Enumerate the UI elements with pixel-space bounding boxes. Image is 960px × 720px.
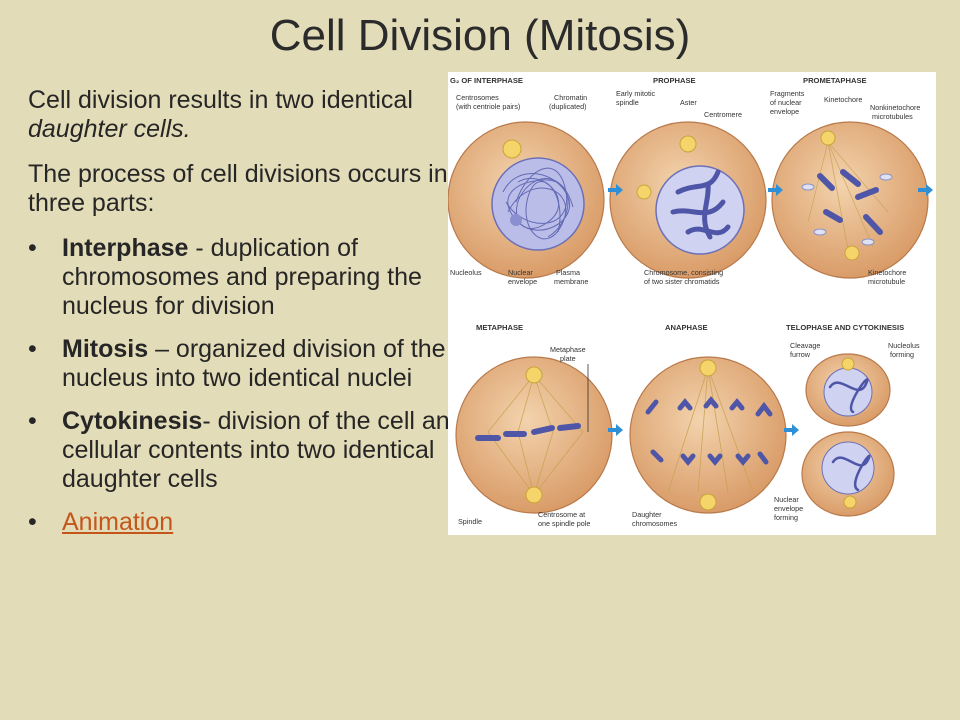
- aster-prophase: [636, 184, 652, 200]
- intro-paragraph-1: Cell division results in two identical d…: [28, 86, 468, 144]
- label-centrosome-at: Centrosome at: [538, 510, 585, 519]
- chromosomes-metaphase: [475, 423, 581, 441]
- label-two-sister: of two sister chromatids: [644, 277, 720, 286]
- intro-paragraph-2: The process of cell divisions occurs in …: [28, 160, 448, 217]
- label-nucleolus-forming-2: forming: [890, 350, 914, 359]
- centrosome-prophase: [679, 135, 697, 153]
- nucleus-telophase-bottom: [821, 441, 875, 495]
- arrow-icon: [768, 184, 783, 196]
- bullet-term: Mitosis: [62, 335, 149, 363]
- label-spindle: spindle: [616, 98, 639, 107]
- phase-title-anaphase: ANAPHASE: [665, 323, 708, 332]
- label-envelope: envelope: [508, 277, 537, 286]
- label-microtubule: microtubule: [868, 277, 905, 286]
- label-daughter: Daughter: [632, 510, 662, 519]
- bullet-text: – organized division of the nucleus into…: [62, 335, 446, 392]
- label-spindle-2: Spindle: [458, 517, 482, 526]
- arrow-icon: [608, 184, 623, 196]
- bullet-text: - division of the cell and cellular cont…: [62, 407, 464, 493]
- label-early-mitotic: Early mitotic: [616, 89, 656, 98]
- envelope-fragments: [801, 173, 893, 246]
- label-nucleolus: Nucleolus: [450, 268, 482, 277]
- spindle-prometaphase: [807, 141, 889, 251]
- cell-prometaphase: [771, 121, 929, 279]
- label-centromere: Centromere: [704, 110, 742, 119]
- text-body: Cell division results in two identical d…: [28, 86, 468, 551]
- chromosomes-telophase: [828, 378, 871, 492]
- label-chromosomes: chromosomes: [632, 519, 678, 528]
- label-fragments: Fragments: [770, 89, 805, 98]
- bullet-list: Interphase - duplication of chromosomes …: [28, 234, 468, 537]
- label-aster: Aster: [680, 98, 697, 107]
- label-chromatin: Chromatin: [554, 93, 587, 102]
- label-centrosomes: Centrosomes: [456, 93, 499, 102]
- bullet-interphase: Interphase - duplication of chromosomes …: [28, 234, 468, 321]
- centrosome-telophase-top: [841, 357, 855, 371]
- label-centriole-pairs: (with centriole pairs): [456, 102, 520, 111]
- chromosomes-prometaphase: [817, 169, 883, 235]
- intro-text: Cell division results in two identical: [28, 86, 413, 114]
- centrosome-prometaphase-top: [820, 130, 836, 146]
- label-one-pole: one spindle pole: [538, 519, 590, 528]
- label-chromosome-consisting: Chromosome, consisting: [644, 268, 723, 277]
- bullet-text: - duplication of chromosomes and prepari…: [62, 234, 422, 320]
- label-kinetochore-2: Kinetochore: [868, 268, 906, 277]
- spindle-anaphase: [667, 367, 754, 493]
- label-metaphase-plate-2: plate: [560, 354, 576, 363]
- arrow-icon: [918, 184, 933, 196]
- bullet-mitosis: Mitosis – organized division of the nucl…: [28, 335, 468, 393]
- bullet-animation: Animation: [28, 508, 468, 537]
- label-furrow: furrow: [790, 350, 811, 359]
- bullet-cytokinesis: Cytokinesis- division of the cell and ce…: [28, 407, 468, 494]
- label-cleavage: Cleavage: [790, 341, 820, 350]
- spindle-metaphase: [487, 374, 584, 496]
- phase-title-prometaphase: PROMETAPHASE: [803, 76, 867, 85]
- bullet-term: Interphase: [62, 234, 189, 262]
- centrosome-anaphase-top: [699, 359, 717, 377]
- label-plasma: Plasma: [556, 268, 580, 277]
- label-membrane: membrane: [554, 277, 588, 286]
- label-envelope-3: envelope: [774, 504, 803, 513]
- bullet-term: Cytokinesis: [62, 407, 203, 435]
- centrosome-metaphase-bottom: [525, 486, 543, 504]
- nucleus-g2: [491, 157, 585, 251]
- centrosome-metaphase-top: [525, 366, 543, 384]
- intro-italic: daughter cells.: [28, 115, 191, 143]
- phase-title-telophase: TELOPHASE AND CYTOKINESIS: [786, 323, 904, 332]
- animation-link[interactable]: Animation: [62, 508, 174, 536]
- chromosomes-anaphase: [645, 396, 773, 466]
- centrosome-prometaphase-bottom: [844, 245, 860, 261]
- chromosomes-prophase: [670, 169, 731, 240]
- centrosome-telophase-bottom: [843, 495, 857, 509]
- cell-anaphase: [629, 356, 787, 514]
- label-nuclear: Nuclear: [508, 268, 533, 277]
- phase-title-prophase: PROPHASE: [653, 76, 696, 85]
- nucleus-telophase-top: [823, 367, 873, 417]
- label-metaphase-plate-1: Metaphase: [550, 345, 586, 354]
- label-microtubules: microtubules: [872, 112, 913, 121]
- label-of-nuclear: of nuclear: [770, 98, 802, 107]
- centrosome-g2: [502, 139, 522, 159]
- label-duplicated: (duplicated): [549, 102, 587, 111]
- centrosome-anaphase-bottom: [699, 493, 717, 511]
- label-nonkinetochore: Nonkinetochore: [870, 103, 920, 112]
- phase-title-g2: G₂ OF INTERPHASE: [450, 76, 523, 85]
- nucleus-prophase: [655, 165, 745, 255]
- mitosis-diagram: G₂ OF INTERPHASE PROPHASE PROMETAPHASE M…: [448, 76, 933, 528]
- label-nucleolus-forming-1: Nucleolus: [888, 341, 920, 350]
- label-envelope-fragment: envelope: [770, 107, 799, 116]
- phase-title-metaphase: METAPHASE: [476, 323, 523, 332]
- arrow-icon: [608, 424, 623, 436]
- mitosis-figure: G₂ OF INTERPHASE PROPHASE PROMETAPHASE M…: [448, 72, 936, 535]
- arrow-icon: [784, 424, 799, 436]
- label-nuclear-2: Nuclear: [774, 495, 799, 504]
- label-kinetochore: Kinetochore: [824, 95, 862, 104]
- slide-title: Cell Division (Mitosis): [269, 11, 691, 60]
- label-forming: forming: [774, 513, 798, 522]
- nucleolus-g2: [510, 214, 522, 226]
